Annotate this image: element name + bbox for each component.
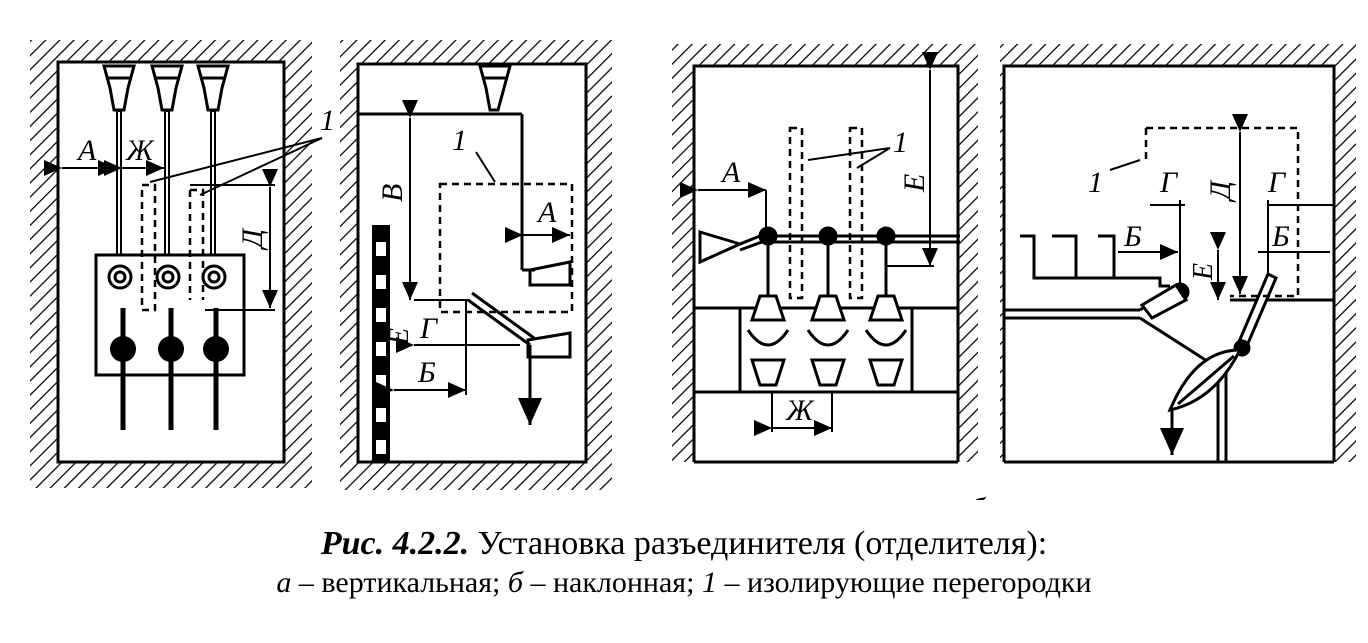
dim-label-g: Г	[1159, 166, 1179, 199]
caption-line-1: Рис. 4.2.2. Установка разъединителя (отд…	[0, 524, 1368, 564]
drive-insulators	[110, 336, 229, 362]
caption-text-b: – наклонная;	[522, 566, 702, 599]
dim-label-v: В	[376, 184, 409, 202]
subfigure-label-a: а	[320, 492, 335, 500]
caption-title: Установка разъединителя (отделителя):	[477, 525, 1048, 562]
dim-label-zh: Ж	[785, 394, 815, 427]
caption-prefix: Рис. 4.2.2.	[320, 525, 470, 562]
top-insulators	[102, 64, 230, 112]
panel-a-front-view: А Ж Д 1 а	[30, 40, 335, 500]
subfigure-label-b: б	[970, 492, 986, 500]
dim-label-b: Б	[1271, 220, 1290, 253]
dim-label-a: А	[76, 134, 97, 167]
barrier-column	[372, 225, 390, 463]
callout-1: 1	[320, 104, 335, 137]
panel-b-side-view: А 1 Е Ж б	[672, 44, 986, 500]
blade	[467, 291, 542, 425]
inclined-disconnectors	[746, 226, 908, 387]
dim-label-e: Е	[1188, 263, 1219, 281]
panel-a-side-view: В 1 А Е Г Б	[340, 40, 612, 490]
dim-label-b: Б	[417, 356, 436, 389]
caption-key-a: а	[276, 566, 292, 599]
caption-key-1: 1	[701, 566, 717, 599]
insulating-barriers	[140, 183, 205, 312]
caption-line-2: а – вертикальная; б – наклонная; 1 – изо…	[0, 564, 1368, 602]
callout-1: 1	[893, 126, 908, 159]
dim-label-a: А	[536, 196, 557, 229]
callout-1: 1	[1088, 166, 1103, 199]
dim-label-zh: Ж	[125, 134, 155, 167]
insulating-barrier	[1146, 126, 1300, 298]
disconnector-installation-figure: А Ж Д 1 а	[30, 40, 1356, 500]
dim-label-e: Е	[384, 328, 415, 346]
callout-1: 1	[452, 124, 467, 157]
dim-label-e: Е	[898, 174, 931, 193]
contact-rings	[107, 264, 227, 290]
dim-label-d: Д	[236, 227, 269, 251]
dim-label-a: А	[720, 156, 741, 189]
insulating-barrier	[438, 182, 574, 314]
side-insulators	[526, 260, 572, 359]
dim-label-g: Г	[419, 312, 439, 345]
dim-label-d: Д	[1204, 179, 1237, 203]
panel-b-front-view: 1 Г Б Д Г Б Е	[1000, 44, 1356, 472]
caption-key-b: б	[507, 566, 523, 599]
dim-label-g: Г	[1267, 166, 1287, 199]
figure-caption: Рис. 4.2.2. Установка разъединителя (отд…	[0, 524, 1368, 602]
caption-text-1: – изолирующие перегородки	[716, 566, 1092, 599]
lower-rods	[120, 308, 219, 430]
dim-label-b: Б	[1123, 220, 1142, 253]
insulating-barriers	[788, 126, 864, 300]
caption-text-a: – вертикальная;	[291, 566, 508, 599]
